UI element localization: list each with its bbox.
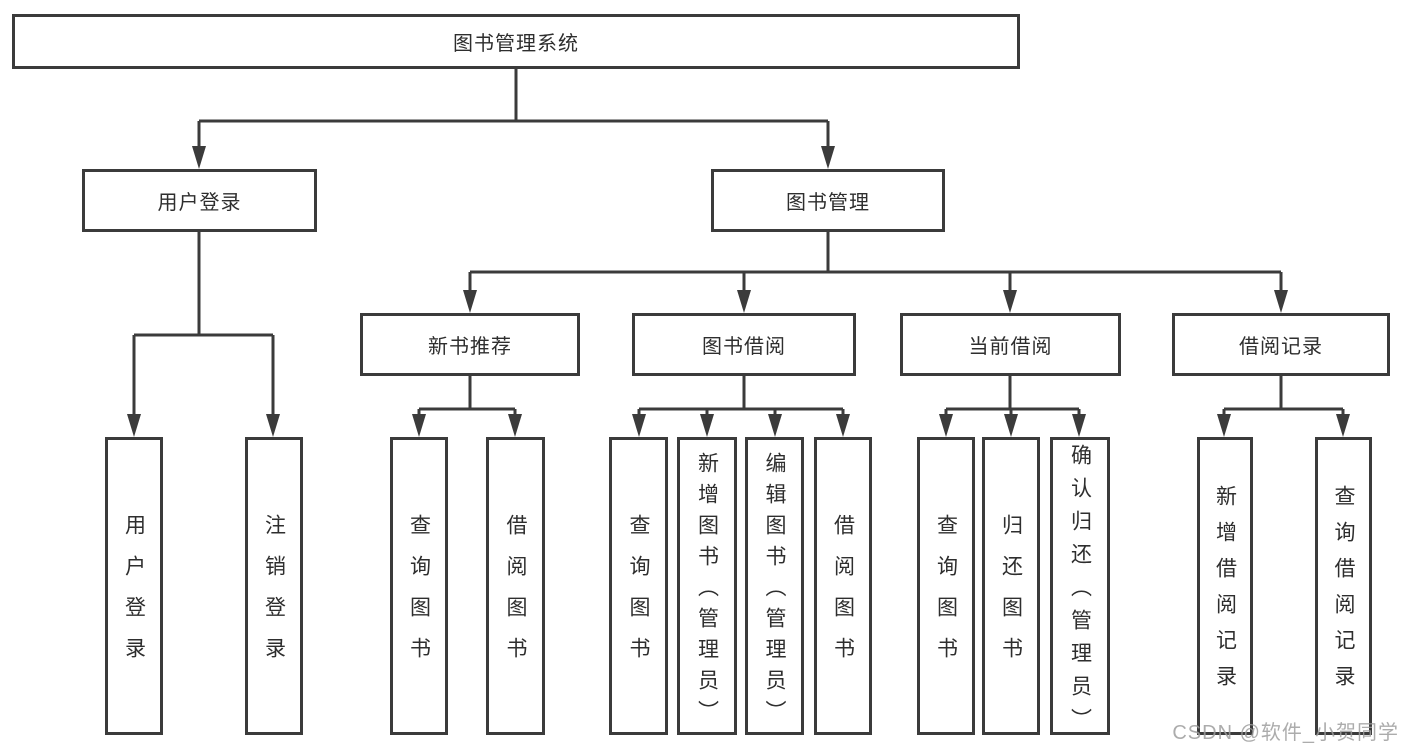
- node-query-borrow-record: 查询借阅记录: [1315, 437, 1372, 735]
- node-confirm-return-admin: 确认归还（管理员）: [1050, 437, 1110, 741]
- node-query-books-1: 查询图书: [390, 437, 448, 735]
- node-user-login-action: 用户登录: [105, 437, 163, 735]
- node-label: 图书借阅: [702, 336, 786, 358]
- node-label: 新书推荐: [428, 336, 512, 358]
- node-label: 查询借阅记录: [1332, 485, 1355, 701]
- node-borrow-records: 借阅记录: [1172, 313, 1390, 376]
- node-label: 新增图书（管理员）: [695, 451, 719, 731]
- node-label: 注销登录: [262, 514, 286, 678]
- node-edit-book-admin: 编辑图书（管理员）: [745, 437, 804, 735]
- node-borrow-books-2: 借阅图书: [814, 437, 872, 735]
- node-return-book: 归还图书: [982, 437, 1040, 735]
- csdn-watermark: CSDN @软件_小贺同学: [1172, 722, 1399, 744]
- node-label: 新增借阅记录: [1213, 485, 1237, 701]
- node-current-borrowing: 当前借阅: [900, 313, 1121, 376]
- node-label: 用户登录: [122, 514, 146, 678]
- node-label: 当前借阅: [968, 336, 1053, 358]
- node-label: 查询图书: [407, 514, 431, 678]
- node-label: 借阅图书: [831, 514, 855, 678]
- node-book-management: 图书管理: [711, 169, 945, 232]
- node-label: 确认归还（管理员）: [1068, 443, 1092, 741]
- node-query-books-2: 查询图书: [609, 437, 668, 735]
- node-label: 查询图书: [934, 514, 958, 678]
- node-book-borrowing: 图书借阅: [632, 313, 856, 376]
- node-borrow-books-1: 借阅图书: [486, 437, 545, 735]
- node-label: 图书管理系统: [453, 33, 579, 55]
- node-library-system: 图书管理系统: [12, 14, 1020, 69]
- node-label: 借阅图书: [504, 514, 527, 678]
- node-label: 图书管理: [786, 192, 870, 214]
- arrowheads: [127, 146, 1350, 437]
- node-new-book-recommend: 新书推荐: [360, 313, 580, 376]
- node-label: 用户登录: [157, 192, 242, 214]
- node-add-borrow-record: 新增借阅记录: [1197, 437, 1253, 735]
- node-label: 查询图书: [627, 514, 650, 678]
- node-label: 编辑图书（管理员）: [763, 451, 786, 731]
- node-logout: 注销登录: [245, 437, 303, 735]
- node-query-books-3: 查询图书: [917, 437, 975, 735]
- node-add-book-admin: 新增图书（管理员）: [677, 437, 737, 735]
- node-user-login-branch: 用户登录: [82, 169, 317, 232]
- node-label: 归还图书: [999, 514, 1023, 678]
- node-label: 借阅记录: [1239, 336, 1323, 358]
